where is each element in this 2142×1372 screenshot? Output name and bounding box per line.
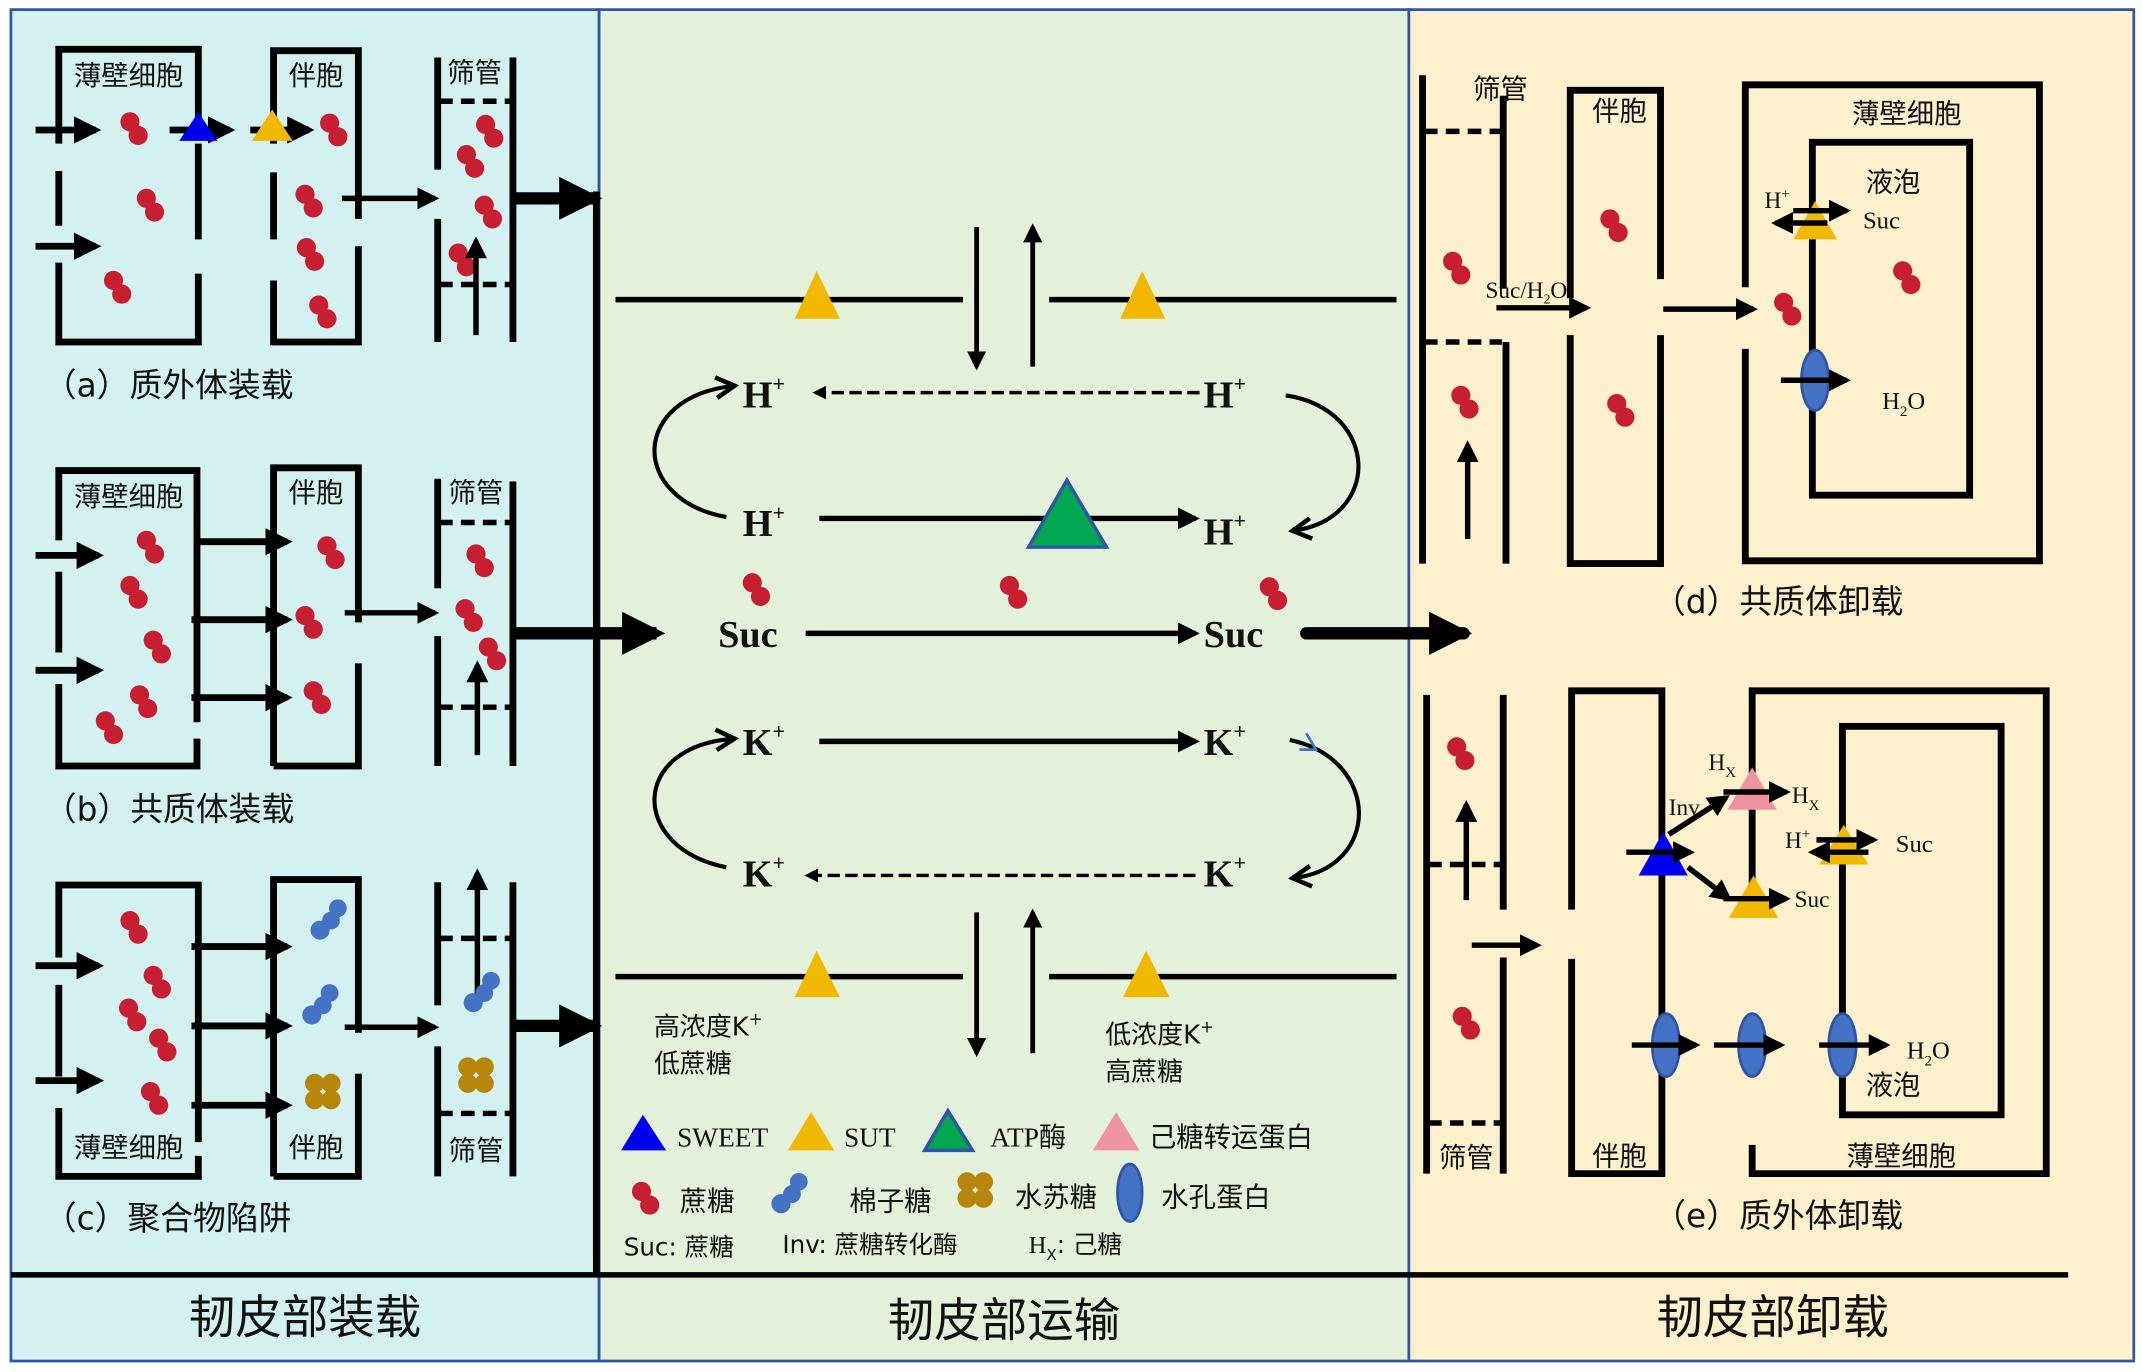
right-concentration-note: 低浓度K+ (1105, 1018, 1214, 1051)
panel-c-parenchyma-label: 薄壁细胞 (74, 1133, 183, 1164)
panel-e: 筛管 伴胞 薄壁细胞 液泡 Inv HX HX Suc H+ Suc (1423, 687, 2050, 1235)
sut-transporter-icon (251, 109, 293, 141)
transport-section (597, 8, 1411, 1363)
unloading-section (1407, 8, 2136, 1363)
legend-sweet-label: SWEET (677, 1122, 768, 1152)
panel-d-vacuole-label: 液泡 (1866, 168, 1921, 199)
panel-c-caption: （c）聚合物陷阱 (44, 1200, 292, 1238)
panel-d-companion-label: 伴胞 (1592, 96, 1647, 127)
hexose-transporter-icon (1727, 767, 1777, 810)
k-ion-top-left: K+ (743, 720, 785, 764)
legend: SWEET SUT ATP酶 己糖转运蛋白 蔗糖 棉子糖 水苏糖 水孔蛋白 Su… (620, 1107, 1313, 1264)
panel-d-parenchyma-label: 薄壁细胞 (1852, 99, 1961, 130)
panel-b-parenchyma-label: 薄壁细胞 (74, 482, 183, 513)
panel-d-suc-h2o-label: Suc/H2O (1485, 278, 1567, 306)
panel-e-parenchyma-label: 薄壁细胞 (1847, 1141, 1956, 1172)
panel-e-vacuole-label: 液泡 (1866, 1070, 1921, 1101)
legend-atpase-icon (921, 1107, 976, 1153)
panel-e-h-plus-label: H+ (1785, 827, 1810, 855)
sweet-transporter-icon (179, 112, 218, 141)
panel-d-caption: （d）共质体卸载 (1653, 583, 1904, 621)
panel-b-companion-label: 伴胞 (289, 478, 344, 509)
legend-stachyose-label: 水苏糖 (1015, 1182, 1097, 1213)
panel-e-caption: （e）质外体卸载 (1653, 1197, 1903, 1235)
h-ion-bottom-left: H+ (743, 501, 785, 545)
legend-atpase-label: ATP酶 (990, 1122, 1066, 1152)
panel-a-parenchyma-label: 薄壁细胞 (74, 61, 183, 92)
unloading-title: 韧皮部卸载 (1656, 1291, 1889, 1345)
panel-e-hx-label-left: HX (1708, 750, 1736, 781)
legend-sucrose-label: 蔗糖 (680, 1187, 735, 1218)
k-ion-top-right: K+ (1204, 720, 1246, 764)
panel-e-inv-label: Inv (1669, 795, 1700, 821)
panel-d-sieve-label: 筛管 (1473, 75, 1528, 106)
sut-transporter-icon (1122, 950, 1170, 998)
sut-transporter-icon (794, 270, 840, 319)
panel-c: 薄壁细胞 伴胞 筛管 （c）聚合物陷阱 (35, 868, 603, 1238)
sut-transporter-icon (1120, 270, 1166, 319)
panel-d-h2o-label: H2O (1882, 388, 1925, 420)
h-ion-top-left: H+ (743, 372, 785, 416)
transport-title: 韧皮部运输 (888, 1293, 1121, 1347)
legend-sut-icon (787, 1112, 835, 1151)
legend-hexose-transporter-icon (1092, 1112, 1140, 1151)
k-ion-bottom-left: K+ (743, 851, 785, 895)
panel-a-caption: （a）质外体装载 (44, 367, 294, 405)
h-ion-top-right: H+ (1204, 372, 1246, 416)
legend-raffinose-label: 棉子糖 (849, 1187, 931, 1218)
panel-e-vacuole (1839, 722, 2005, 1119)
legend-suc-abbr: Suc: 蔗糖 (624, 1233, 734, 1262)
atpase-icon (1025, 476, 1110, 549)
panel-d-suc-label: Suc (1863, 207, 1900, 234)
h-ion-bottom-right: H+ (1204, 509, 1246, 553)
panel-a-sieve-label: 筛管 (447, 58, 502, 89)
left-concentration-note: 高浓度K+ (654, 1010, 763, 1043)
k-ion-bottom-right: K+ (1204, 851, 1246, 895)
panel-c-sieve-label: 筛管 (449, 1136, 504, 1167)
panel-e-h2o-label: H2O (1907, 1038, 1950, 1070)
panel-b-caption: （b）共质体装载 (44, 791, 295, 829)
panel-d-vacuole (1808, 138, 1974, 499)
panel-e-hx-label-right: HX (1792, 783, 1820, 814)
suc-right: Suc (1204, 614, 1264, 656)
loading-section (9, 8, 601, 1363)
sut-transporter-icon (794, 950, 840, 998)
legend-inv-abbr: Inv: 蔗糖转化酶 (782, 1230, 957, 1259)
legend-aquaporin-label: 水孔蛋白 (1161, 1182, 1270, 1213)
loading-title: 韧皮部装载 (189, 1291, 421, 1345)
panel-e-suc-label-vacuole: Suc (1896, 831, 1933, 858)
legend-aquaporin-icon (1116, 1162, 1144, 1223)
left-sucrose-note: 低蔗糖 (654, 1049, 732, 1079)
legend-sut-label: SUT (844, 1122, 896, 1152)
transport-panel: H+ H+ H+ H+ Suc Suc K+ K+ K+ K+ 高浓度K (615, 223, 1473, 1088)
legend-hexose-transporter-label: 己糖转运蛋白 (1149, 1122, 1313, 1153)
panel-a: 薄壁细胞 伴胞 筛管 （a）质外体装载 (35, 45, 603, 405)
panel-b-sieve-label: 筛管 (449, 478, 504, 509)
panel-b: 薄壁细胞 伴胞 筛管 （b）共质体装载 (35, 464, 666, 829)
legend-sweet-icon (620, 1114, 667, 1151)
panel-e-sieve-label: 筛管 (1439, 1143, 1494, 1174)
panel-d: 筛管 Suc/H2O 伴胞 薄壁细胞 液泡 H+ Suc H2O （d）共质体卸… (1419, 75, 2043, 621)
panel-c-companion-label: 伴胞 (289, 1133, 344, 1164)
suc-left: Suc (718, 614, 778, 656)
panel-d-h-plus-label: H+ (1764, 186, 1789, 214)
right-sucrose-note: 高蔗糖 (1105, 1058, 1183, 1088)
panel-e-companion-label: 伴胞 (1592, 1141, 1647, 1172)
panel-e-suc-label-apoplast: Suc (1795, 887, 1830, 913)
legend-hx-abbr: HX: 己糖 (1029, 1230, 1122, 1264)
panel-a-companion-label: 伴胞 (289, 61, 344, 92)
